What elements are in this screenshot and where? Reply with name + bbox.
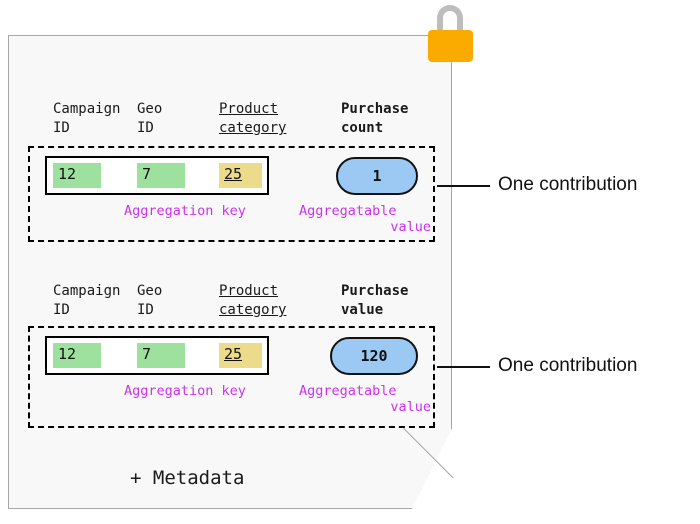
key-chip-campaign-id-1: 12: [53, 163, 101, 188]
callout-label-2: One contribution: [498, 355, 638, 376]
key-chip-geo-id-2: 7: [137, 343, 185, 368]
header-campaign-id-line1: Campaign: [53, 101, 121, 117]
aggregation-key-label-1: Aggregation key: [124, 203, 246, 219]
key-chip-geo-id-1: 7: [137, 163, 185, 188]
header-campaign-id-2-line2: ID: [53, 302, 70, 318]
padlock-body: [428, 30, 473, 62]
callout-leader-line-2: [437, 366, 490, 368]
aggregatable-value-label-2-line2: value: [390, 399, 431, 415]
padlock-shackle: [437, 5, 463, 35]
header-geo-id-2-line2: ID: [137, 302, 154, 318]
aggregatable-value-pill-2: 120: [330, 337, 418, 375]
aggregatable-report-card: [8, 35, 452, 509]
aggregatable-value-pill-1: 1: [336, 157, 418, 195]
header-geo-id-line2: ID: [137, 120, 154, 136]
aggregatable-value-label-1-line2: value: [390, 219, 431, 235]
key-chip-product-category-2: 25: [219, 343, 262, 368]
aggregation-key-label-2: Aggregation key: [124, 383, 246, 399]
header-geo-id-line1: Geo: [137, 101, 163, 117]
padlock-icon: [424, 4, 480, 66]
callout-label-1: One contribution: [498, 174, 638, 195]
key-chip-product-category-1: 25: [219, 163, 262, 188]
header-product-category-line2: category: [219, 120, 287, 136]
header-purchase-value-line2: value: [341, 302, 384, 318]
aggregatable-value-label-2-line1: Aggregatable: [299, 383, 397, 399]
header-product-category-2-line2: category: [219, 302, 287, 318]
header-product-category-2-line1: Product: [219, 283, 279, 299]
aggregatable-value-label-1-line1: Aggregatable: [299, 203, 397, 219]
header-product-category-line1: Product: [219, 101, 279, 117]
contribution-group-1: [28, 146, 435, 242]
header-purchase-value-line1: Purchase: [341, 283, 409, 299]
header-campaign-id-2-line1: Campaign: [53, 283, 121, 299]
callout-leader-line-1: [437, 185, 490, 187]
contribution-group-2: [28, 326, 435, 428]
key-chip-campaign-id-2: 12: [53, 343, 101, 368]
metadata-footer-label: + Metadata: [130, 467, 245, 489]
header-purchase-count-line2: count: [341, 120, 384, 136]
header-geo-id-2-line1: Geo: [137, 283, 163, 299]
header-purchase-count-line1: Purchase: [341, 101, 409, 117]
header-campaign-id-line2: ID: [53, 120, 70, 136]
